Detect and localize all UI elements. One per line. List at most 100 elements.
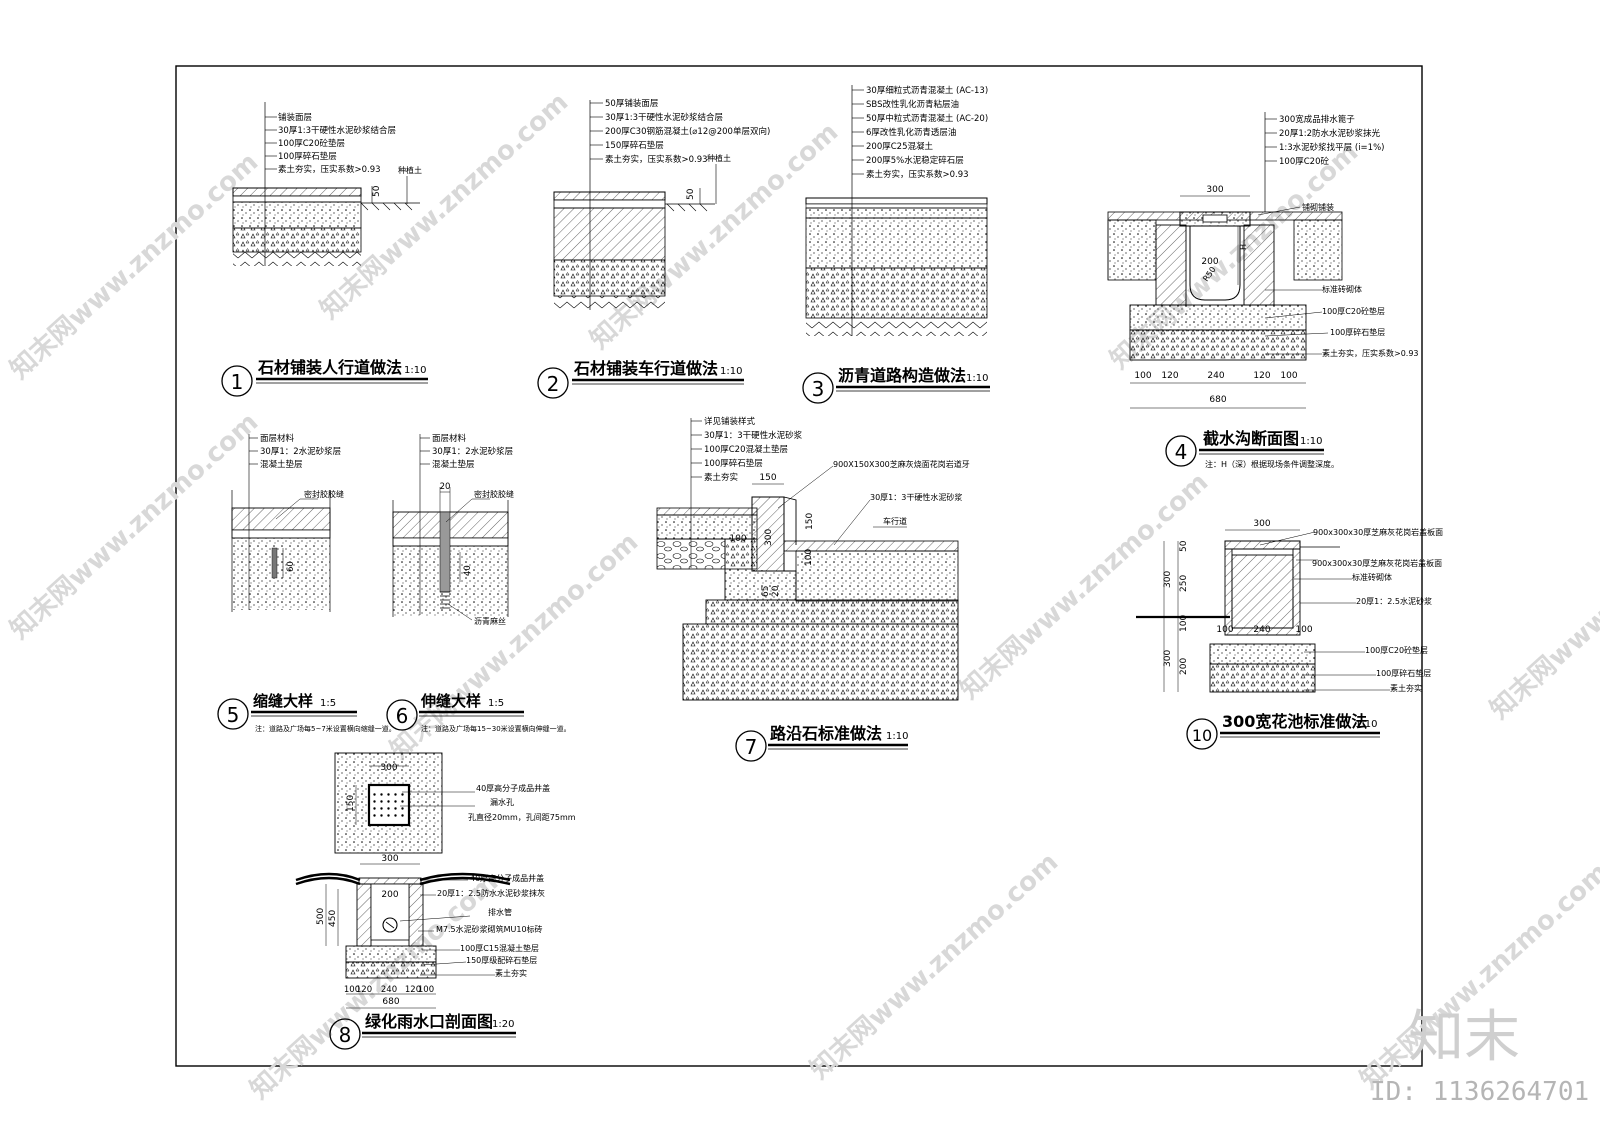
layer-label: 素土夯实，压实系数>0.93 [866, 169, 969, 180]
dim-text: 200 [1201, 257, 1218, 267]
dim-text: 100 [418, 985, 434, 995]
dim-text: 40 [463, 565, 473, 576]
detail-1: 50 种植土 铺装面层 30厚1:3干硬性水泥砂浆结合层 100厚C20砼垫层 … [221, 102, 428, 397]
detail-6: 面层材料 30厚1：2水泥砂浆层 混凝土垫层 20 密封胶胶缝 40 沥青麻丝 … [386, 433, 571, 733]
layer-label: 100厚C20砼垫层 [278, 138, 345, 149]
dim-text: 120 [405, 985, 421, 995]
dim-text: 200 [381, 890, 398, 900]
detail-title: 伸缝大样 [420, 692, 481, 710]
layer-label: 50厚铺装面层 [605, 98, 658, 109]
detail-title: 路沿石标准做法 [770, 724, 882, 743]
detail-number: 10 [1192, 726, 1212, 745]
dim-text: 150 [346, 795, 356, 812]
layer-label: 铺装面层 [278, 112, 312, 123]
side-label: 标准砖砌体 [1352, 572, 1392, 582]
dim-text: 20 [440, 482, 451, 492]
detail-scale: 1:20 [492, 1019, 514, 1030]
detail-scale: 1:10 [404, 365, 426, 376]
detail-title: 绿化雨水口剖面图 [365, 1012, 493, 1031]
detail-scale: 1:5 [320, 698, 336, 709]
watermark-text: 知末网www.znzmo.com [805, 847, 1065, 1085]
layer-label: 50厚中粒式沥青混凝土 (AC-20) [866, 113, 988, 124]
dim-text: 150 [759, 473, 776, 483]
detail-number: 4 [1175, 440, 1188, 464]
layer-label: 100厚碎石垫层 [704, 458, 763, 469]
layer-label: 6厚改性乳化沥青透层油 [866, 127, 956, 138]
detail-2: 50 种植土 50厚铺装面层 30厚1:3干硬性水泥砂浆结合层 200厚C30钢… [537, 98, 770, 399]
dim-text: 120 [1253, 371, 1270, 381]
layer-label: 20厚1:2防水水泥砂浆抹光 [1279, 128, 1380, 139]
dim-text: 100 [1179, 615, 1189, 632]
detail-4: 300宽成品排水篦子 20厚1:2防水水泥砂浆抹光 1:3水泥砂浆找平层 (i=… [1107, 112, 1419, 469]
side-label: 100厚碎石垫层 [1376, 668, 1431, 678]
detail-title: 300宽花池标准做法 [1222, 712, 1367, 731]
watermark-text: 知末网www.znzmo.com [955, 467, 1215, 705]
layer-label: 素土夯实 [704, 472, 738, 483]
detail-note: 注：H（深）根据现场条件调整深度。 [1205, 459, 1339, 469]
detail-3: 30厚细粒式沥青混凝土 (AC-13) SBS改性乳化沥青粘层油 50厚中粒式沥… [802, 85, 990, 404]
image-id: ID: 1136264701 [1370, 1077, 1589, 1107]
dim-text: 200 [1179, 658, 1189, 675]
dim-text: 100 [1134, 371, 1151, 381]
dim-text: 250 [1179, 575, 1189, 592]
detail-number: 6 [396, 704, 409, 728]
detail-scale: 1:10 [1355, 719, 1377, 730]
layer-label: 200厚5%水泥稳定碎石层 [866, 155, 964, 166]
side-label: 900x300x30厚芝麻灰花岗岩盖板面 [1313, 527, 1443, 537]
detail-scale: 1:10 [720, 366, 742, 377]
layer-label: 面层材料 [260, 433, 295, 444]
side-label: 100厚C15混凝土垫层 [460, 943, 539, 953]
soil-label: 种植土 [707, 153, 731, 163]
side-label: 20厚1：2.5防水水泥砂浆抹灰 [437, 888, 545, 898]
watermark-text: 知末网www.znzmo.com [5, 407, 265, 645]
dim-text: 65 [761, 586, 771, 597]
detail-number: 7 [745, 735, 758, 759]
detail-scale: 1:5 [488, 698, 504, 709]
detail-number: 2 [547, 372, 560, 396]
detail-title: 石材铺装车行道做法 [573, 359, 718, 378]
dim-text: 100 [1216, 625, 1233, 635]
layer-label: 100厚C20砼 [1279, 156, 1329, 167]
detail-title: 缩缝大样 [253, 692, 313, 710]
dim-text: 100 [729, 534, 746, 544]
dim-text: 300 [380, 763, 397, 773]
side-label: 车行道 [883, 516, 907, 526]
side-label: 素土夯实 [495, 968, 527, 978]
detail-number: 8 [339, 1023, 352, 1047]
layer-label: 30厚1：3干硬性水泥砂浆 [704, 430, 803, 441]
side-label: 40厚高分子成品井盖 [470, 873, 544, 883]
dim-text: 680 [382, 997, 399, 1007]
layer-label: 200厚C30钢筋混凝土(⌀12@200单层双向) [605, 126, 770, 137]
layer-label: 30厚细粒式沥青混凝土 (AC-13) [866, 85, 988, 96]
side-label: M7.5水泥砂浆砌筑MU10标砖 [436, 924, 543, 934]
dim-text: 240 [381, 985, 397, 995]
detail-title: 截水沟断面图 [1203, 429, 1299, 448]
detail-number: 1 [231, 370, 244, 394]
side-label: 密封胶胶缝 [304, 489, 344, 499]
dim-text: 150 [805, 513, 815, 530]
detail-5: 面层材料 30厚1：2水泥砂浆层 混凝土垫层 密封胶胶缝 60 5 缩缝大样 1… [217, 433, 396, 733]
side-label: 素土夯实，压实系数>0.93 [1322, 348, 1419, 358]
dim-text: H [1239, 244, 1248, 250]
brand-logo: 知末 [1408, 1005, 1520, 1070]
detail-7: 详见铺装样式 30厚1：3干硬性水泥砂浆 100厚C20混凝土垫层 100厚碎石… [656, 416, 970, 762]
dim-text: 300 [1253, 519, 1270, 529]
side-label: 排水管 [488, 907, 512, 917]
side-label: 密封胶胶缝 [474, 489, 514, 499]
detail-title: 石材铺装人行道做法 [257, 358, 402, 377]
layer-label: 素土夯实，压实系数>0.93 [278, 164, 381, 175]
soil-label: 种植土 [398, 165, 422, 175]
detail-scale: 1:10 [966, 373, 988, 384]
dim-text: 500 [316, 908, 326, 925]
dim-text: 100 [804, 549, 814, 566]
detail-10: 300 50 250 300 100 100 240 100 300 200 9… [1136, 519, 1443, 750]
dim-text: 300 [1206, 185, 1223, 195]
dim-text: 100 [1280, 371, 1297, 381]
dim-text: 300 [1163, 650, 1173, 667]
layer-label: 30厚1:3干硬性水泥砂浆结合层 [605, 112, 723, 123]
dim-text: 240 [1253, 625, 1270, 635]
side-label: 沥青麻丝 [474, 616, 506, 626]
side-label: 标准砖砌体 [1322, 284, 1362, 294]
side-label: 900X150X300芝麻灰烧面花岗岩道牙 [833, 459, 970, 469]
